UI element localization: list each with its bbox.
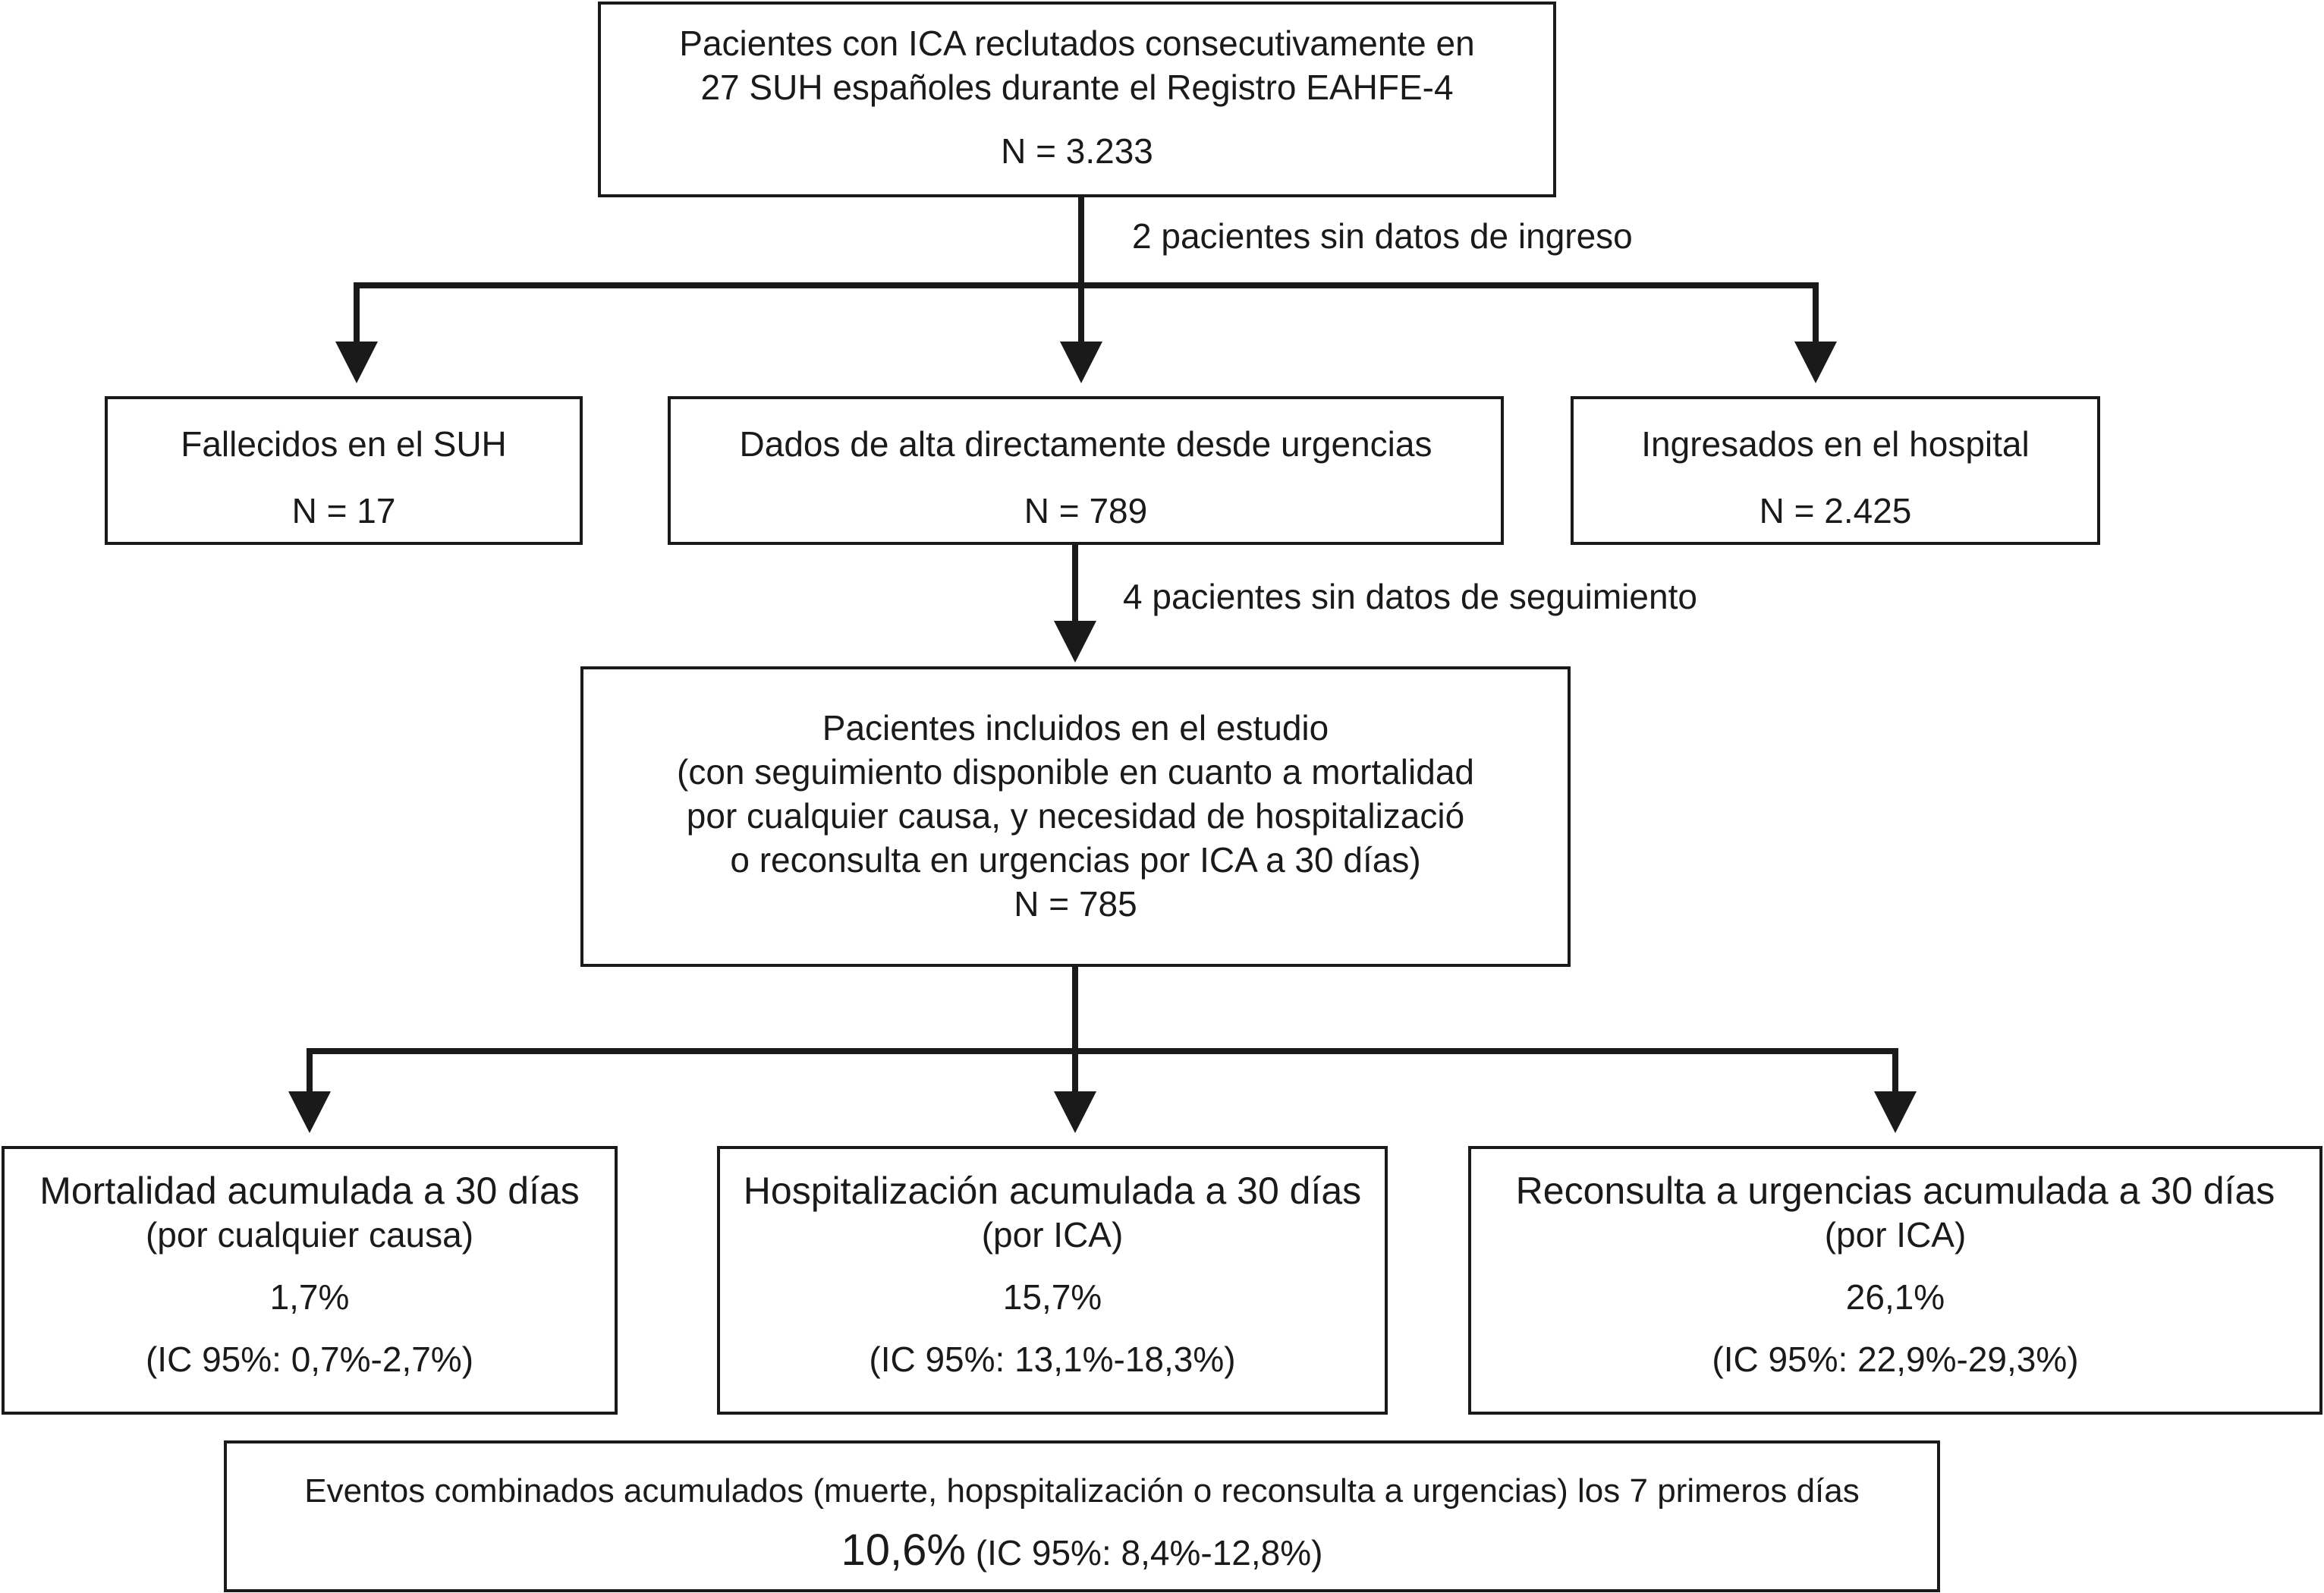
discharged-count: N = 789 [1024, 491, 1148, 530]
box-combined-events: Eventos combinados acumulados (muerte, h… [224, 1440, 1940, 1592]
box-recruited-patients: Pacientes con ICA reclutados consecutiva… [598, 2, 1556, 197]
arrowhead-hospitalization [1054, 1091, 1096, 1133]
box-discharged: Dados de alta directamente desde urgenci… [668, 396, 1504, 545]
hospitalization-value: 15,7% [1002, 1277, 1102, 1317]
reconsultation-subtitle: (por ICA) [1824, 1215, 1967, 1255]
mortality-value: 1,7% [269, 1277, 350, 1317]
included-line-4: o reconsulta en urgencias por ICA a 30 d… [730, 840, 1421, 880]
recruited-line-1: Pacientes con ICA reclutados consecutiva… [679, 24, 1475, 63]
note-missing-admission: 2 pacientes sin datos de ingreso [1132, 216, 1633, 256]
included-line-3: por cualquier causa, y necesidad de hosp… [686, 796, 1465, 836]
combined-value: 10,6% [841, 1525, 967, 1575]
included-count: N = 785 [1014, 884, 1137, 924]
combined-title: Eventos combinados acumulados (muerte, h… [304, 1472, 1860, 1510]
mortality-subtitle: (por cualquier causa) [145, 1215, 474, 1255]
hospitalization-ci: (IC 95%: 13,1%-18,3%) [869, 1340, 1236, 1379]
deceased-title: Fallecidos en el SUH [181, 424, 507, 464]
box-hospitalization: Hospitalización acumulada a 30 días (por… [717, 1146, 1388, 1415]
mortality-ci: (IC 95%: 0,7%-2,7%) [145, 1340, 474, 1379]
combined-result: 10,6% (IC 95%: 8,4%-12,8%) [841, 1528, 1323, 1575]
reconsultation-value: 26,1% [1845, 1277, 1945, 1317]
box-deceased: Fallecidos en el SUH N = 17 [105, 396, 583, 545]
note-missing-followup: 4 pacientes sin datos de seguimiento [1123, 577, 1697, 616]
box-reconsultation: Reconsulta a urgencias acumulada a 30 dí… [1468, 1146, 2322, 1415]
reconsultation-title: Reconsulta a urgencias acumulada a 30 dí… [1515, 1170, 2275, 1212]
arrowhead-reconsultation [1874, 1091, 1917, 1133]
reconsultation-ci: (IC 95%: 22,9%-29,3%) [1712, 1340, 2079, 1379]
arrowhead-discharged [1060, 342, 1102, 383]
hospitalization-title: Hospitalización acumulada a 30 días [743, 1170, 1362, 1212]
box-included-patients: Pacientes incluidos en el estudio (con s… [580, 666, 1571, 967]
mortality-title: Mortalidad acumulada a 30 días [39, 1170, 580, 1212]
admitted-title: Ingresados en el hospital [1641, 424, 2030, 464]
recruited-line-2: 27 SUH españoles durante el Registro EAH… [700, 68, 1454, 107]
arrowhead-admitted [1794, 342, 1837, 383]
box-admitted: Ingresados en el hospital N = 2.425 [1571, 396, 2100, 545]
arrowhead-included [1054, 621, 1096, 663]
arrowhead-deceased [335, 342, 378, 383]
admitted-count: N = 2.425 [1759, 491, 1912, 530]
arrowhead-mortality [288, 1091, 331, 1133]
box-mortality: Mortalidad acumulada a 30 días (por cual… [2, 1146, 618, 1415]
discharged-title: Dados de alta directamente desde urgenci… [739, 424, 1432, 464]
combined-ci: (IC 95%: 8,4%-12,8%) [966, 1533, 1323, 1573]
included-line-2: (con seguimiento disponible en cuanto a … [677, 752, 1474, 792]
recruited-count: N = 3.233 [1001, 131, 1153, 171]
included-line-1: Pacientes incluidos en el estudio [822, 708, 1329, 748]
hospitalization-subtitle: (por ICA) [981, 1215, 1124, 1255]
deceased-count: N = 17 [291, 491, 396, 530]
